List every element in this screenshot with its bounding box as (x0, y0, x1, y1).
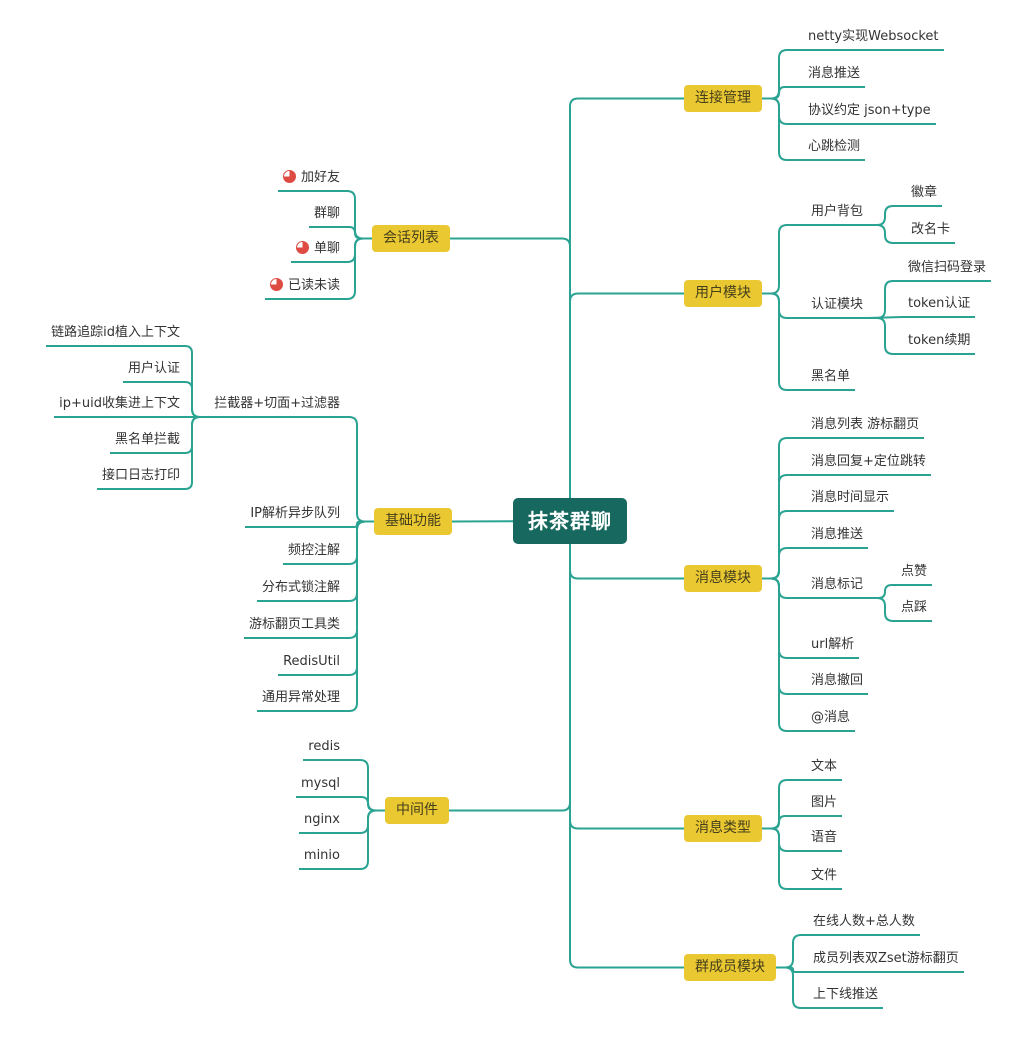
leaf-message-time-display[interactable]: 消息时间显示 (806, 490, 895, 512)
leaf-image[interactable]: 图片 (806, 795, 843, 817)
leaf-single-chat[interactable]: 单聊 (290, 241, 345, 263)
leaf-rate-limit-annotation[interactable]: 频控注解 (282, 543, 345, 565)
leaf-redis[interactable]: redis (303, 739, 345, 761)
leaf-mysql[interactable]: mysql (296, 776, 345, 798)
leaf-message-recall[interactable]: 消息撤回 (806, 673, 869, 695)
leaf-online-offline-push[interactable]: 上下线推送 (808, 987, 884, 1009)
branch-connection-management[interactable]: 连接管理 (684, 85, 762, 112)
leaf-badge[interactable]: 徽章 (906, 185, 943, 207)
pie-progress-icon (269, 278, 283, 291)
leaf-token-auth[interactable]: token认证 (903, 296, 976, 318)
node-label: 加好友 (300, 170, 340, 185)
leaf-minio[interactable]: minio (298, 848, 345, 870)
leaf-redis-util[interactable]: RedisUtil (278, 654, 345, 676)
leaf-file[interactable]: 文件 (806, 868, 843, 890)
leaf-at-message[interactable]: @消息 (806, 710, 856, 732)
leaf-online-plus-total-count[interactable]: 在线人数+总人数 (808, 914, 920, 936)
leaf-rename-card[interactable]: 改名卡 (906, 222, 956, 244)
leaf-distributed-lock-annotation[interactable]: 分布式锁注解 (256, 580, 345, 602)
leaf-user-auth[interactable]: 用户认证 (122, 361, 185, 383)
leaf-message-push[interactable]: 消息推送 (803, 66, 866, 88)
branch-user-module[interactable]: 用户模块 (684, 280, 762, 307)
leaf-text[interactable]: 文本 (806, 759, 843, 781)
branch-group-member-module[interactable]: 群成员模块 (684, 954, 776, 981)
leaf-ip-parse-async-queue[interactable]: IP解析异步队列 (245, 506, 345, 528)
leaf-nginx[interactable]: nginx (298, 812, 345, 834)
branch-message-module[interactable]: 消息模块 (684, 565, 762, 592)
pie-progress-icon (282, 170, 296, 183)
leaf-wechat-scan-login[interactable]: 微信扫码登录 (903, 260, 992, 282)
leaf-token-renewal[interactable]: token续期 (903, 333, 976, 355)
branch-middleware[interactable]: 中间件 (385, 797, 449, 824)
leaf-add-friend[interactable]: 加好友 (277, 170, 345, 192)
branch-session-list[interactable]: 会话列表 (372, 225, 450, 252)
leaf-thumbs-down[interactable]: 点踩 (896, 600, 933, 622)
leaf-cursor-paging-utility[interactable]: 游标翻页工具类 (243, 617, 345, 639)
leaf-netty-websocket[interactable]: netty实现Websocket (803, 29, 944, 51)
leaf-auth-module[interactable]: 认证模块 (806, 297, 869, 319)
leaf-member-list-double-zset-paging[interactable]: 成员列表双Zset游标翻页 (808, 951, 964, 973)
leaf-voice[interactable]: 语音 (806, 830, 843, 852)
leaf-blacklist-intercept[interactable]: 黑名单拦截 (109, 432, 185, 454)
leaf-message-reply-locate-jump[interactable]: 消息回复+定位跳转 (806, 454, 931, 476)
leaf-ip-uid-collect-context[interactable]: ip+uid收集进上下文 (54, 396, 185, 418)
leaf-protocol-json-type[interactable]: 协议约定 json+type (803, 103, 936, 125)
leaf-api-log-print[interactable]: 接口日志打印 (96, 468, 185, 490)
leaf-read-unread[interactable]: 已读未读 (264, 278, 345, 300)
leaf-blacklist[interactable]: 黑名单 (806, 369, 856, 391)
leaf-url-parse[interactable]: url解析 (806, 637, 860, 659)
leaf-heartbeat-detection[interactable]: 心跳检测 (803, 139, 866, 161)
root-node-matcha-group-chat[interactable]: 抹茶群聊 (513, 498, 627, 544)
leaf-trace-id-into-context[interactable]: 链路追踪id植入上下文 (46, 325, 185, 347)
pie-progress-icon (295, 241, 309, 254)
leaf-common-exception-handling[interactable]: 通用异常处理 (256, 690, 345, 712)
branch-basic-features[interactable]: 基础功能 (374, 508, 452, 535)
leaf-thumbs-up[interactable]: 点赞 (896, 564, 933, 586)
node-label: 已读未读 (287, 278, 340, 293)
branch-message-types[interactable]: 消息类型 (684, 815, 762, 842)
leaf-message-mark[interactable]: 消息标记 (806, 577, 869, 599)
leaf-group-chat[interactable]: 群聊 (308, 206, 345, 228)
leaf-message-list-cursor-paging[interactable]: 消息列表 游标翻页 (806, 417, 925, 439)
node-label: 单聊 (313, 241, 340, 256)
leaf-message-push-2[interactable]: 消息推送 (806, 527, 869, 549)
leaf-user-backpack[interactable]: 用户背包 (806, 204, 869, 226)
leaf-interceptor-aspect-filter[interactable]: 拦截器+切面+过滤器 (209, 396, 345, 418)
